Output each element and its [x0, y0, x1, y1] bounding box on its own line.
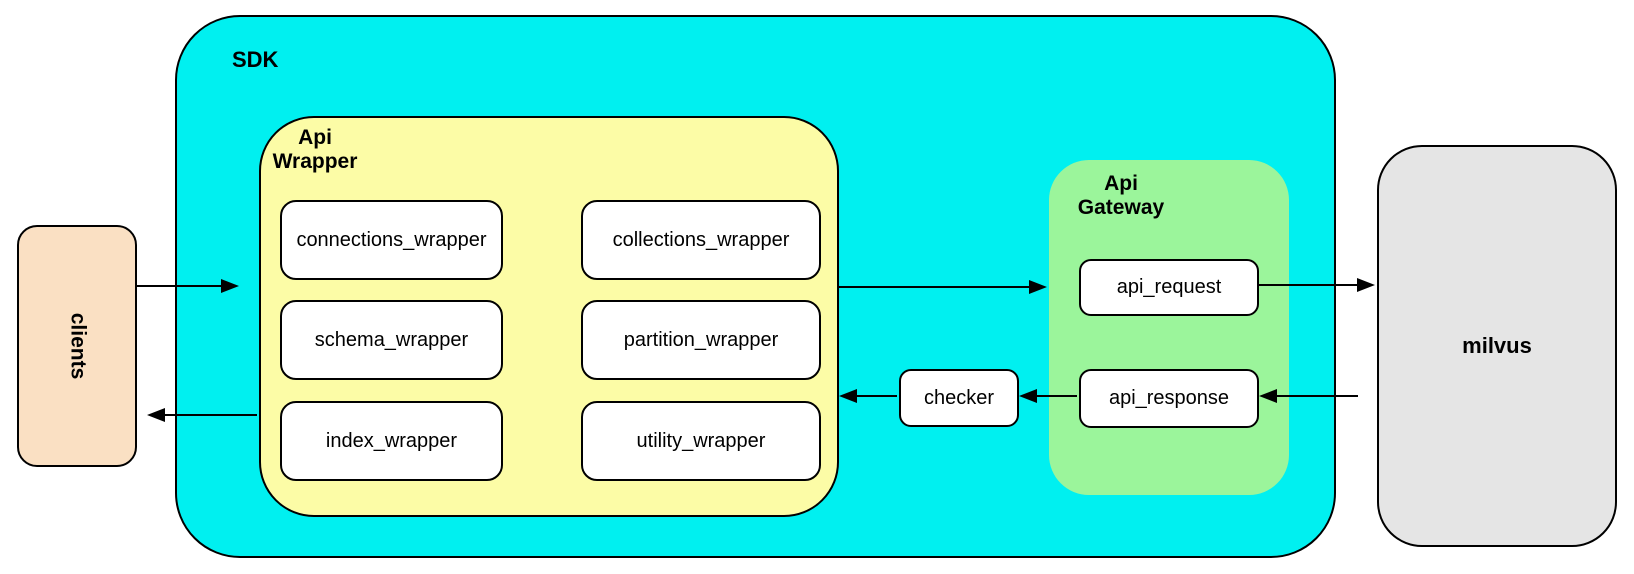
api-request-label: api_request	[1116, 276, 1222, 298]
arrow-checker-to-wrapper-head	[839, 389, 857, 403]
milvus-node: milvus	[1377, 145, 1617, 547]
wrapper-box-index: index_wrapper	[280, 401, 503, 481]
wrapper-box-connections: connections_wrapper	[280, 200, 503, 280]
wrapper-box-utility: utility_wrapper	[581, 401, 821, 481]
arrow-clients-to-sdk-line	[137, 285, 221, 287]
api-wrapper-container: Api Wrapper connections_wrapper collecti…	[259, 116, 839, 517]
arrow-milvus-to-response-head	[1259, 389, 1277, 403]
api-response-label: api_response	[1108, 387, 1230, 409]
api-gateway-label: Api Gateway	[1069, 172, 1173, 220]
arrow-response-to-checker-head	[1019, 389, 1037, 403]
wrapper-box-partition-label: partition_wrapper	[623, 328, 779, 351]
arrow-clients-to-sdk-head	[221, 279, 239, 293]
milvus-label: milvus	[1462, 333, 1532, 358]
arrow-checker-to-wrapper-line	[857, 395, 897, 397]
arrow-wrapper-to-gateway-head	[1029, 280, 1047, 294]
api-request-node: api_request	[1079, 259, 1259, 316]
sdk-label: SDK	[232, 47, 279, 72]
wrapper-box-collections-label: collections_wrapper	[612, 228, 790, 251]
arrow-response-to-checker-line	[1037, 395, 1077, 397]
wrapper-box-connections-label: connections_wrapper	[296, 228, 487, 251]
arrow-sdk-to-clients-head	[147, 408, 165, 422]
api-gateway-label-line1: Api	[1104, 172, 1138, 195]
wrapper-box-utility-label: utility_wrapper	[636, 429, 766, 452]
api-wrapper-label-line1: Api	[298, 126, 332, 149]
wrapper-box-schema-label: schema_wrapper	[314, 328, 469, 351]
clients-label: clients	[66, 312, 89, 380]
checker-node: checker	[899, 369, 1019, 427]
wrapper-box-collections: collections_wrapper	[581, 200, 821, 280]
wrapper-box-index-label: index_wrapper	[325, 429, 458, 452]
checker-label: checker	[923, 386, 995, 409]
sdk-container: SDK Api Wrapper connections_wrapper coll…	[175, 15, 1336, 558]
arrow-request-to-milvus-line	[1257, 284, 1357, 286]
wrapper-box-schema: schema_wrapper	[280, 300, 503, 380]
api-wrapper-label-line2: Wrapper	[272, 150, 358, 174]
arrow-request-to-milvus-head	[1357, 278, 1375, 292]
arrow-milvus-to-response-line	[1277, 395, 1358, 397]
arrow-sdk-to-clients-line	[165, 414, 257, 416]
clients-node: clients	[17, 225, 137, 467]
wrapper-box-partition: partition_wrapper	[581, 300, 821, 380]
api-response-node: api_response	[1079, 369, 1259, 428]
api-wrapper-label: Api Wrapper	[263, 126, 367, 174]
api-gateway-container: Api Gateway api_request api_response	[1049, 160, 1289, 495]
arrow-wrapper-to-gateway-line	[837, 286, 1029, 288]
api-gateway-label-line2: Gateway	[1077, 196, 1165, 220]
